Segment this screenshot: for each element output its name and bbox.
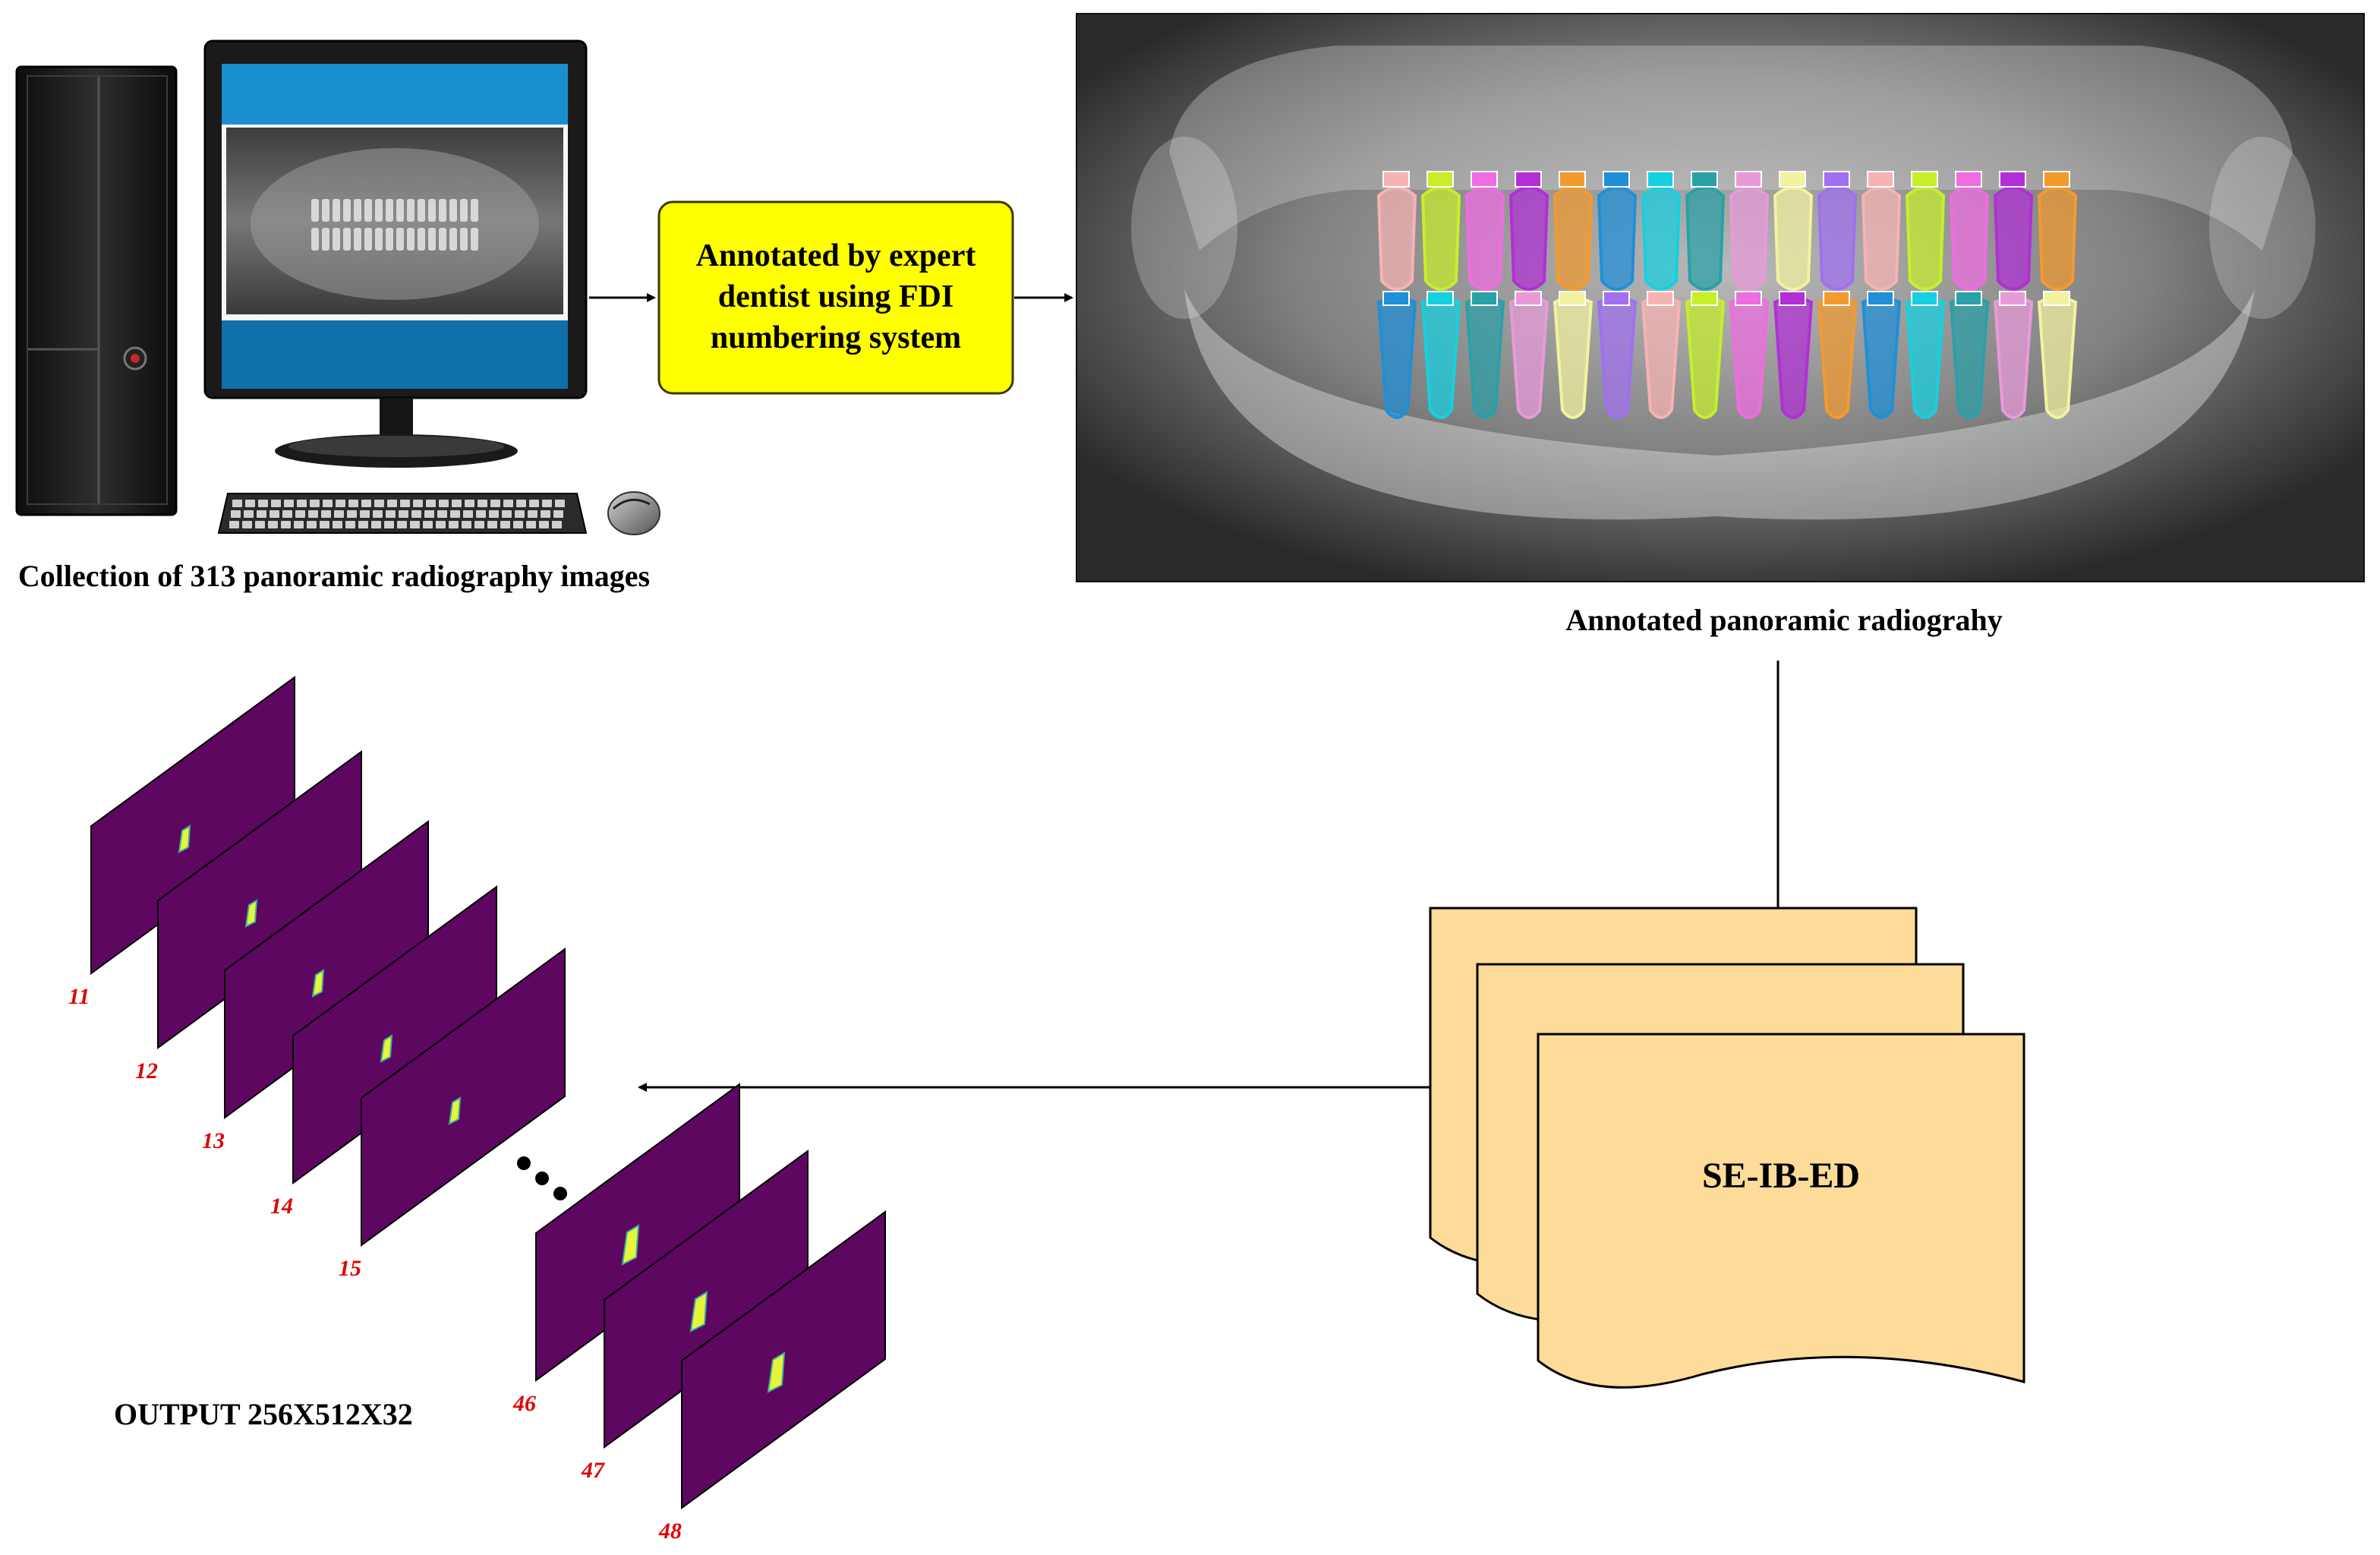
- tooth-mask-upper: [1464, 186, 1505, 291]
- slice-label: 46: [512, 1391, 536, 1416]
- model-document-stack: SE-IB-ED: [1429, 907, 2025, 1389]
- tooth-mask-lower: [1685, 296, 1726, 419]
- tooth-mask-upper: [1641, 186, 1682, 291]
- tooth-mask-lower: [1817, 296, 1858, 419]
- slice-label: 12: [135, 1058, 158, 1083]
- tooth-mask-lower: [1729, 296, 1770, 419]
- tooth-mask-lower: [1420, 296, 1461, 419]
- collection-caption: Collection of 313 panoramic radiography …: [17, 559, 651, 593]
- tooth-mask-upper: [1508, 186, 1549, 291]
- segmentation-mask: [380, 1034, 393, 1063]
- annotated-teeth-upper: [1376, 171, 2078, 291]
- tooth-mask-lower: [1861, 296, 1902, 419]
- tooth-mask-upper: [1993, 186, 2034, 291]
- output-slice: 48: [658, 1210, 886, 1544]
- tooth-mask-upper: [1773, 186, 1814, 291]
- tooth-mask-lower: [1905, 296, 1946, 419]
- tooth-mask-upper: [1553, 186, 1593, 291]
- tooth-mask-lower: [1949, 296, 1990, 419]
- segmentation-mask: [767, 1352, 786, 1393]
- segmentation-mask: [689, 1291, 708, 1333]
- output-label: OUTPUT 256X512X32: [114, 1397, 413, 1431]
- computer-icon: [15, 39, 660, 535]
- tooth-mask-lower: [1641, 296, 1682, 419]
- tooth-mask-upper: [1420, 186, 1461, 291]
- tooth-mask-lower: [1553, 296, 1593, 419]
- segmentation-mask: [311, 969, 325, 998]
- output-slice: 46: [512, 1083, 740, 1416]
- tooth-mask-lower: [1773, 296, 1814, 419]
- tooth-mask-upper: [1905, 186, 1946, 291]
- tooth-mask-lower: [1464, 296, 1505, 419]
- annotation-line-3: numbering system: [711, 320, 961, 355]
- slice-label: 14: [270, 1194, 293, 1219]
- slice-label: 13: [202, 1128, 225, 1153]
- model-label: SE-IB-ED: [1702, 1156, 1860, 1196]
- tooth-mask-upper: [1817, 186, 1858, 291]
- tooth-mask-upper: [2037, 186, 2078, 291]
- ellipsis-dots: [517, 1156, 567, 1200]
- monitor-icon: [203, 39, 588, 468]
- tooth-mask-upper: [1597, 186, 1638, 291]
- annotated-image-caption: Annotated panoramic radiograhy: [1565, 603, 2003, 637]
- segmentation-mask: [448, 1096, 462, 1125]
- slice-label: 11: [68, 984, 90, 1009]
- annotated-teeth-lower: [1376, 291, 2078, 419]
- annotation-line-2: dentist using FDI: [718, 279, 954, 314]
- tooth-mask-upper: [1376, 186, 1417, 291]
- segmentation-mask: [621, 1224, 640, 1266]
- annotation-box: Annotated by expert dentist using FDI nu…: [657, 200, 1014, 395]
- tooth-mask-lower: [1597, 296, 1638, 419]
- slice-label: 48: [658, 1519, 682, 1544]
- tooth-mask-lower: [1993, 296, 2034, 419]
- mouse-icon: [607, 491, 660, 535]
- slice-label: 47: [581, 1458, 605, 1483]
- output-slices: 11 12 13 14 15 46 47 48: [68, 676, 886, 1544]
- tooth-mask-lower: [2037, 296, 2078, 419]
- segmentation-mask: [244, 899, 258, 928]
- slice-label: 15: [339, 1256, 361, 1281]
- tooth-mask-upper: [1729, 186, 1770, 291]
- tooth-mask-upper: [1949, 186, 1990, 291]
- tooth-mask-lower: [1376, 296, 1417, 419]
- annotation-line-1: Annotated by expert: [696, 238, 976, 273]
- keyboard-icon: [217, 493, 588, 534]
- tooth-mask-upper: [1861, 186, 1902, 291]
- tooth-mask-lower: [1508, 296, 1549, 419]
- pc-tower-icon: [15, 65, 178, 516]
- segmentation-mask: [178, 825, 191, 853]
- tooth-mask-upper: [1685, 186, 1726, 291]
- output-slice: 15: [339, 948, 566, 1281]
- annotated-radiograph-image: [1076, 13, 2365, 582]
